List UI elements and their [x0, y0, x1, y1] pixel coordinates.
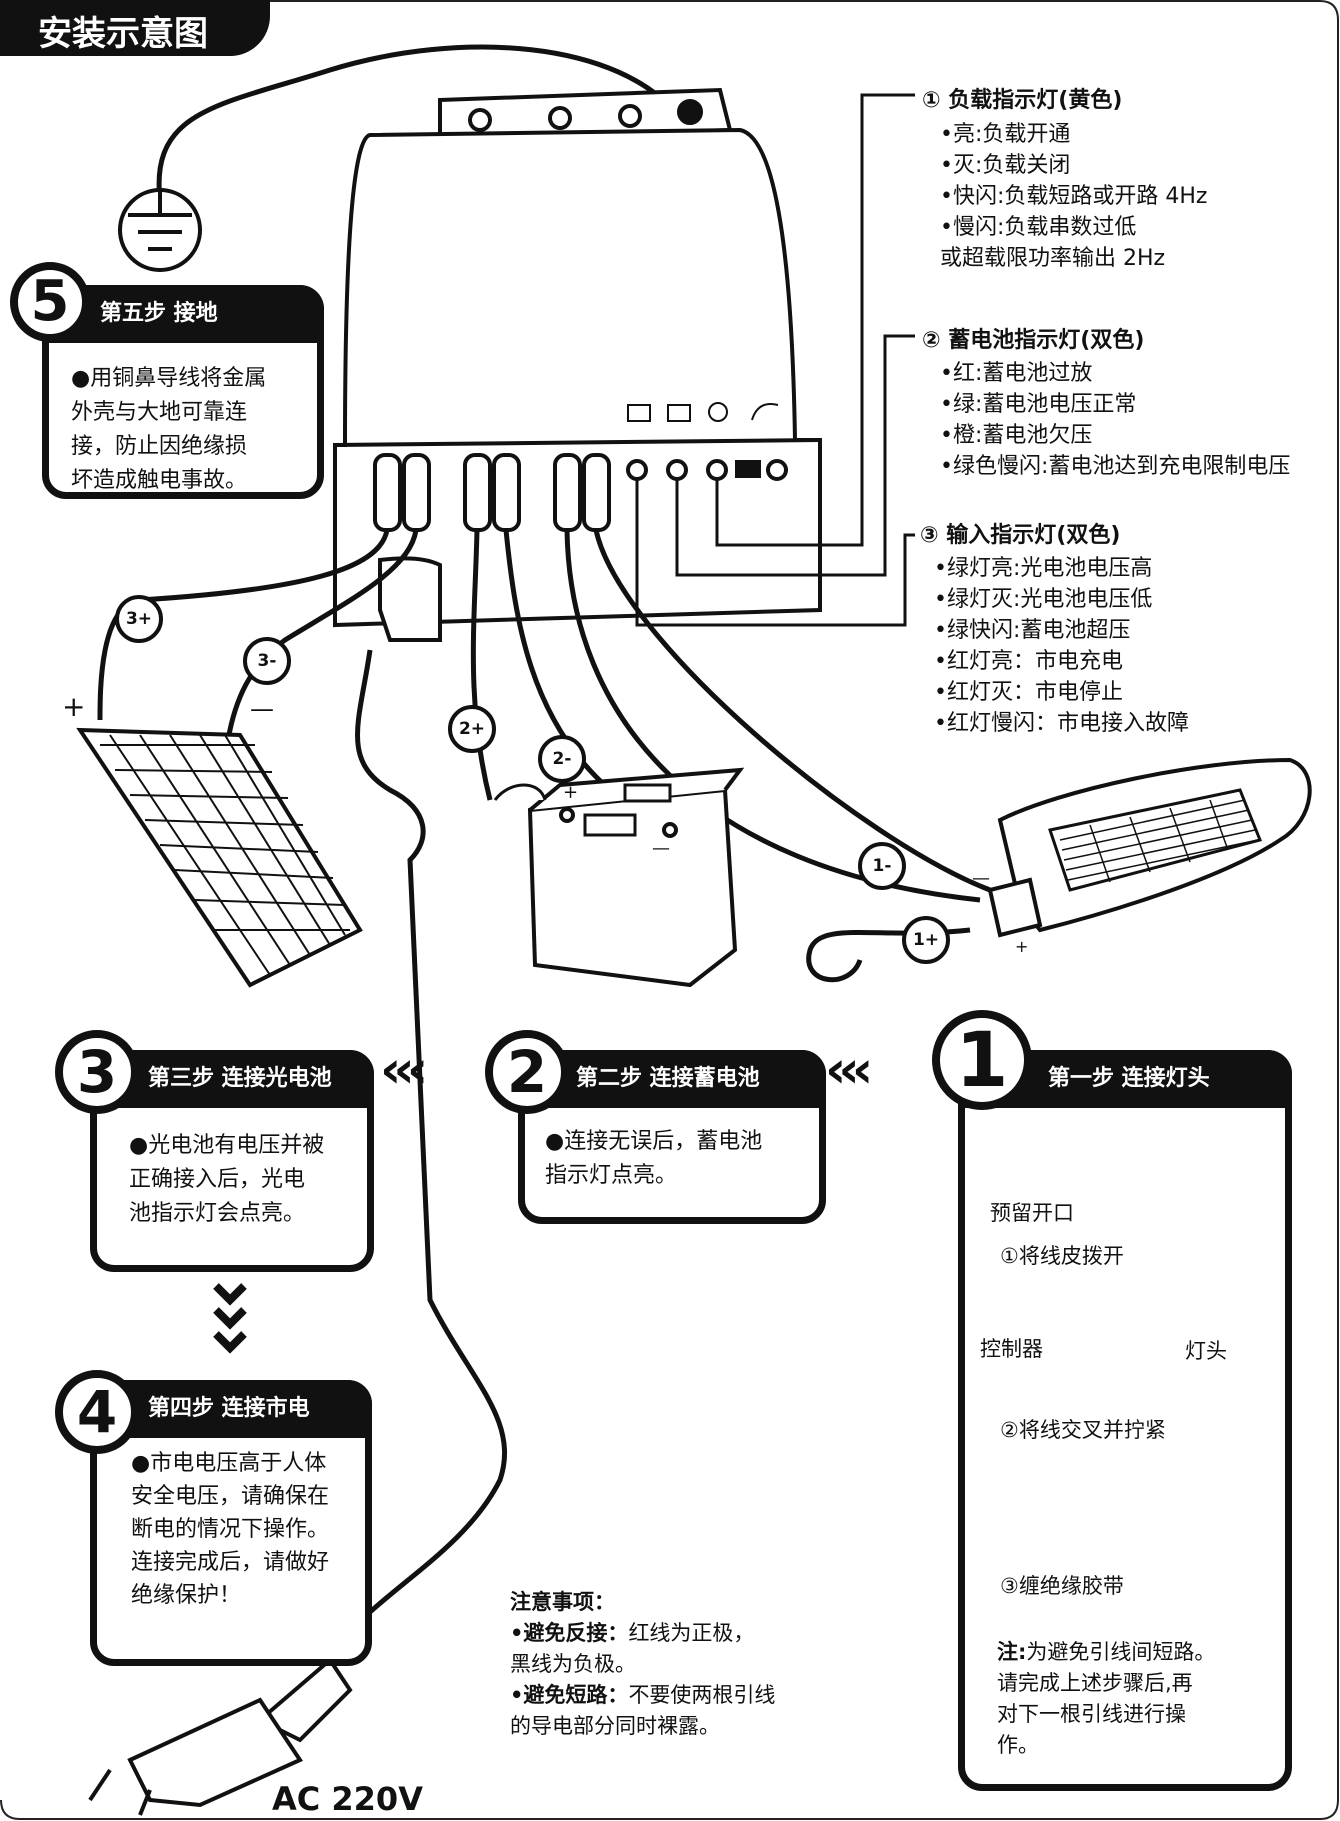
step1-card: 第一步 连接灯头	[958, 1050, 1292, 1791]
lamp-minus-sign: —	[972, 868, 990, 889]
step2-title: 第二步 连接蓄电池	[576, 1066, 760, 1091]
step5-body: ●用铜鼻导线将金属 外壳与大地可靠连 接，防止因绝缘损 坏造成触电事故。	[71, 366, 267, 493]
step3-title: 第三步 连接光电池	[148, 1066, 332, 1091]
step2-header: 第二步 连接蓄电池	[518, 1050, 826, 1108]
step4-body: ●市电电压高于人体 安全电压，请确保在 断电的情况下操作。 连接完成后，请做好 …	[131, 1451, 330, 1608]
solar-panel	[76, 727, 363, 988]
step3-number: 3	[55, 1030, 139, 1114]
controller-box	[333, 87, 822, 642]
step2-body: ●连接无误后，蓄电池 指示灯点亮。	[545, 1129, 763, 1188]
page-title-tab: 安装示意图	[0, 0, 270, 56]
step1-number: 1	[932, 1010, 1032, 1110]
battery-indicator-list: •红:蓄电池过放 •绿:蓄电池电压正常 •橙:蓄电池欠压 •绿色慢闪:蓄电池达到…	[940, 361, 1291, 479]
chevron-left-icon: ‹‹‹	[380, 1040, 428, 1100]
input-indicator-list: •绿灯亮:光电池电压高 •绿灯灭:光电池电压低 •绿快闪:蓄电池超压 •红灯亮：…	[934, 556, 1189, 736]
step1-sub1-caption: ①将线皮拨开	[1000, 1244, 1124, 1268]
tag-1-plus: 1+	[902, 916, 950, 964]
ground-icon	[118, 188, 202, 272]
battery	[493, 767, 745, 988]
indicator-leader-lines	[635, 93, 915, 627]
step1-sub3-caption: ③缠绝缘胶带	[1000, 1574, 1124, 1598]
step2-card: 第二步 连接蓄电池 ●连接无误后，蓄电池 指示灯点亮。	[518, 1050, 826, 1224]
chevron-left-icon-2: ‹‹‹	[825, 1040, 873, 1100]
load-indicator-title: ① 负载指示灯(黄色)	[922, 88, 1123, 113]
controller-label: 控制器	[980, 1337, 1043, 1361]
step1-note-text: 为避免引线间短路。 请完成上述步骤后,再 对下一根引线进行操 作。	[997, 1640, 1216, 1757]
tag-2-minus: 2-	[538, 735, 586, 783]
step1-sub2-caption: ②将线交叉并拧紧	[1000, 1418, 1166, 1442]
step3-card: 第三步 连接光电池 ●光电池有电压并被 正确接入后，光电 池指示灯会点亮。	[90, 1050, 374, 1272]
lamp-plus-sign: +	[1015, 937, 1029, 956]
caution1-bold: •避免反接：	[510, 1621, 629, 1645]
power-plug	[88, 1657, 353, 1816]
step5-title: 第五步 接地	[100, 301, 218, 326]
page-title: 安装示意图	[38, 14, 208, 54]
panel-plus-sign: +	[62, 690, 86, 723]
step3-body: ●光电池有电压并被 正确接入后，光电 池指示灯会点亮。	[129, 1133, 325, 1226]
street-lamp	[987, 757, 1312, 938]
battery-indicator-title: ② 蓄电池指示灯(双色)	[922, 328, 1145, 353]
tag-3-plus: 3+	[115, 595, 163, 643]
battery-minus-sign: —	[652, 838, 670, 859]
step4-card: 第四步 连接市电 ●市电电压高于人体 安全电压，请确保在 断电的情况下操作。 连…	[90, 1380, 372, 1666]
step1-note: 注:为避免引线间短路。 请完成上述步骤后,再 对下一根引线进行操 作。	[997, 1637, 1215, 1761]
tag-1-minus: 1-	[858, 842, 906, 890]
step1-note-bold: 注:	[997, 1640, 1027, 1664]
step4-number: 4	[55, 1370, 139, 1454]
tag-3-minus: 3-	[243, 637, 291, 685]
step5-number: 5	[10, 262, 90, 342]
ac-voltage-label: AC 220V	[272, 1780, 423, 1818]
tag-2-plus: 2+	[448, 705, 496, 753]
caution1-text: 红线为正极， 黑线为负极。	[510, 1621, 755, 1676]
input-indicator-title: ③ 输入指示灯(双色)	[920, 523, 1121, 548]
lamp-head-label: 灯头	[1185, 1339, 1227, 1363]
reserve-opening-label: 预留开口	[990, 1201, 1074, 1225]
cautions-block: 注意事项： •避免反接：红线为正极， 黑线为负极。 •避免短路：不要使两根引线 …	[510, 1587, 775, 1742]
panel-minus-sign: —	[250, 695, 274, 723]
caution2-text: 不要使两根引线 的导电部分同时裸露。	[510, 1683, 776, 1738]
cautions-title: 注意事项：	[510, 1590, 615, 1614]
ground-wire	[156, 44, 682, 201]
battery-plus-sign: +	[563, 782, 579, 803]
step2-number: 2	[485, 1030, 569, 1114]
step1-title: 第一步 连接灯头	[1048, 1066, 1210, 1091]
load-indicator-list: •亮:负载开通 •灭:负载关闭 •快闪:负载短路或开路 4Hz •慢闪:负载串数…	[940, 122, 1208, 271]
chevron-down-icon	[210, 1282, 250, 1362]
step4-title: 第四步 连接市电	[148, 1396, 310, 1421]
caution2-bold: •避免短路：	[510, 1683, 629, 1707]
